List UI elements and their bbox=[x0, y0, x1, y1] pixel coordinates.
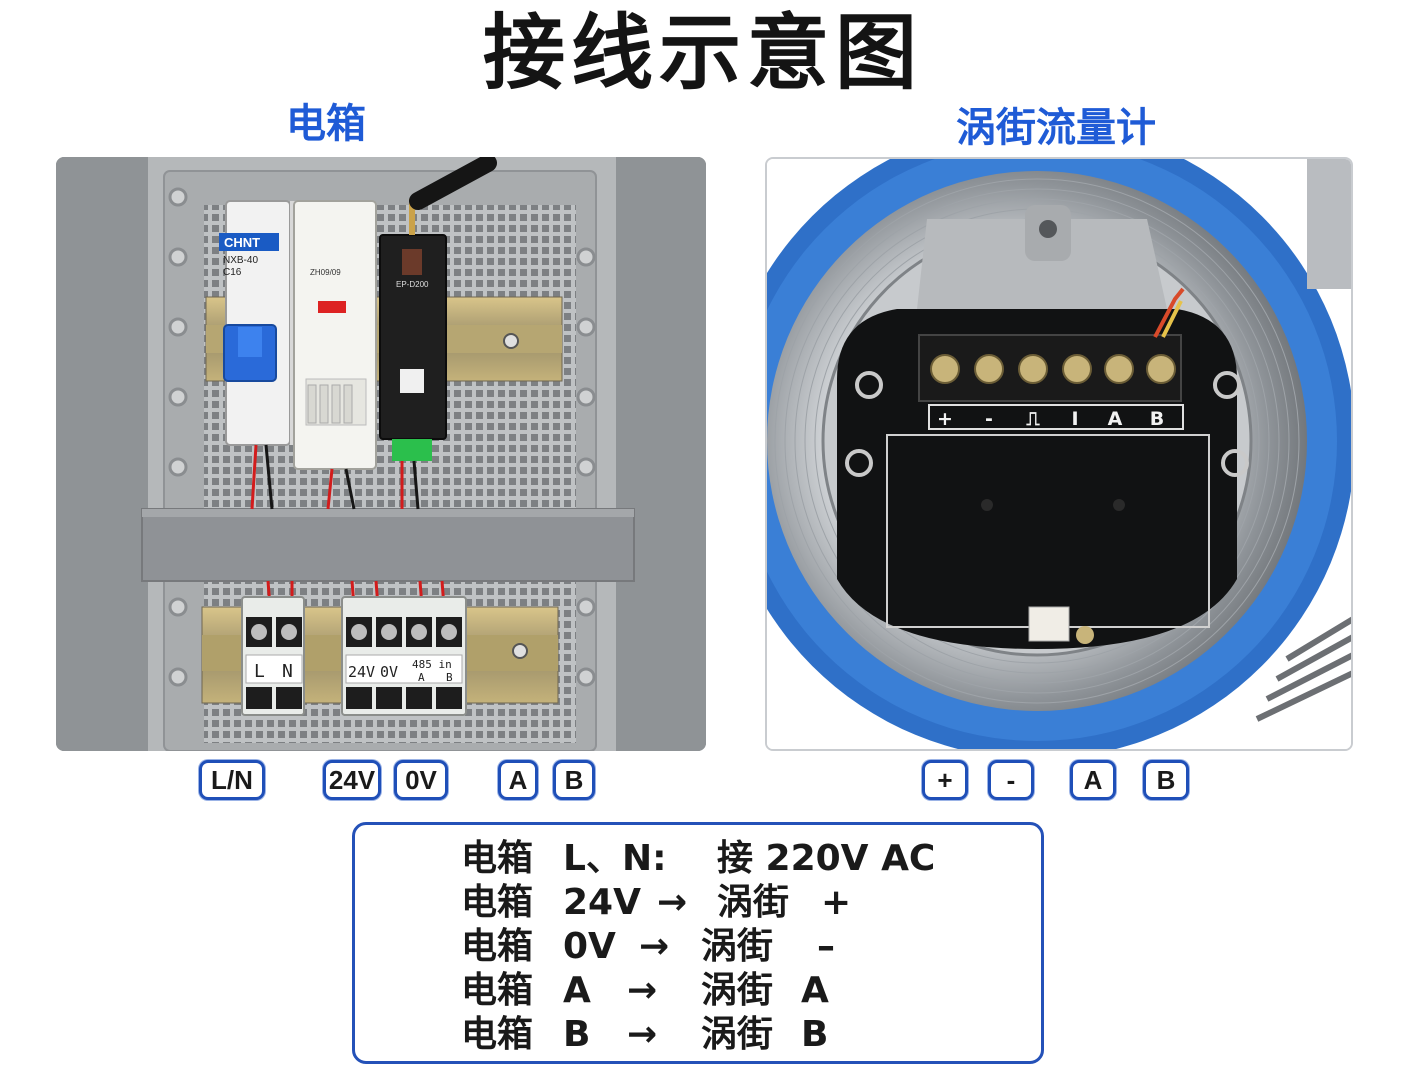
note-source: 电箱 bbox=[461, 970, 534, 1011]
box-terminal-a: A bbox=[418, 671, 425, 684]
gateway-model-label: EP-D200 bbox=[396, 280, 429, 289]
box-terminal-n: N bbox=[282, 661, 293, 682]
electric-box-illustration: CHNT NXB-40 C16 ZH09/09 EP-D200 bbox=[56, 157, 706, 751]
breaker-rating-label: C16 bbox=[223, 267, 242, 278]
tag-24v: 24V bbox=[323, 760, 381, 800]
tag-minus: - bbox=[988, 760, 1034, 800]
meter-terminal-b: B bbox=[1150, 408, 1164, 430]
box-terminal-485in: 485 in bbox=[412, 658, 452, 671]
meter-terminal-minus: - bbox=[985, 408, 993, 430]
page-title: 接线示意图 bbox=[482, 6, 923, 101]
psu-model-label: ZH09/09 bbox=[310, 268, 341, 277]
note-destination: 涡街 bbox=[717, 882, 790, 923]
box-terminal-0v: 0V bbox=[380, 663, 398, 681]
note-source: 电箱 bbox=[461, 882, 534, 923]
note-destination: 涡街 bbox=[701, 926, 774, 967]
flowmeter-illustration: + - ⎍ I A B bbox=[767, 159, 1351, 749]
electric-box-photo: CHNT NXB-40 C16 ZH09/09 EP-D200 bbox=[56, 157, 706, 751]
meter-terminal-i: I bbox=[1071, 408, 1078, 430]
tag-plus: + bbox=[922, 760, 968, 800]
tag-0v: 0V bbox=[394, 760, 448, 800]
flowmeter-caption: 涡街流量计 bbox=[956, 105, 1156, 151]
note-arrow: → bbox=[639, 926, 670, 967]
meter-terminal-pulse: ⎍ bbox=[1026, 408, 1040, 430]
note-arrow: → bbox=[627, 1014, 658, 1055]
flowmeter-photo: + - ⎍ I A B bbox=[765, 157, 1353, 751]
breaker-brand-label: CHNT bbox=[224, 235, 260, 250]
note-terminal: 24V bbox=[563, 882, 641, 923]
note-destination: 接 220V AC bbox=[717, 838, 936, 879]
breaker-model-label: NXB-40 bbox=[223, 255, 258, 266]
note-arrow: → bbox=[657, 882, 688, 923]
tag-ln: L/N bbox=[199, 760, 265, 800]
note-target-terminal: B bbox=[801, 1014, 829, 1055]
note-destination: 涡街 bbox=[701, 1014, 774, 1055]
note-destination: 涡街 bbox=[701, 970, 774, 1011]
note-target-terminal: + bbox=[821, 882, 852, 923]
note-terminal: B bbox=[563, 1014, 591, 1055]
tag-a-box: A bbox=[498, 760, 538, 800]
note-terminal: 0V bbox=[563, 926, 616, 967]
tag-b-box: B bbox=[553, 760, 595, 800]
note-source: 电箱 bbox=[461, 926, 534, 967]
note-source: 电箱 bbox=[461, 838, 534, 879]
note-source: 电箱 bbox=[461, 1014, 534, 1055]
meter-terminal-plus: + bbox=[937, 408, 953, 430]
note-target-terminal: – bbox=[817, 926, 835, 967]
note-terminal: L、N: bbox=[563, 838, 667, 879]
box-terminal-l: L bbox=[254, 661, 265, 682]
tag-b-meter: B bbox=[1143, 760, 1189, 800]
meter-terminal-a: A bbox=[1108, 408, 1123, 430]
electric-box-caption: 电箱 bbox=[286, 101, 366, 147]
note-terminal: A bbox=[563, 970, 591, 1011]
tag-a-meter: A bbox=[1070, 760, 1116, 800]
wiring-notes-box: 电箱 L、N: 接 220V AC 电箱 24V → 涡街 + 电箱 0V → … bbox=[352, 822, 1044, 1064]
box-terminal-b: B bbox=[446, 671, 453, 684]
box-terminal-24v: 24V bbox=[348, 663, 375, 681]
note-target-terminal: A bbox=[801, 970, 829, 1011]
note-arrow: → bbox=[627, 970, 658, 1011]
